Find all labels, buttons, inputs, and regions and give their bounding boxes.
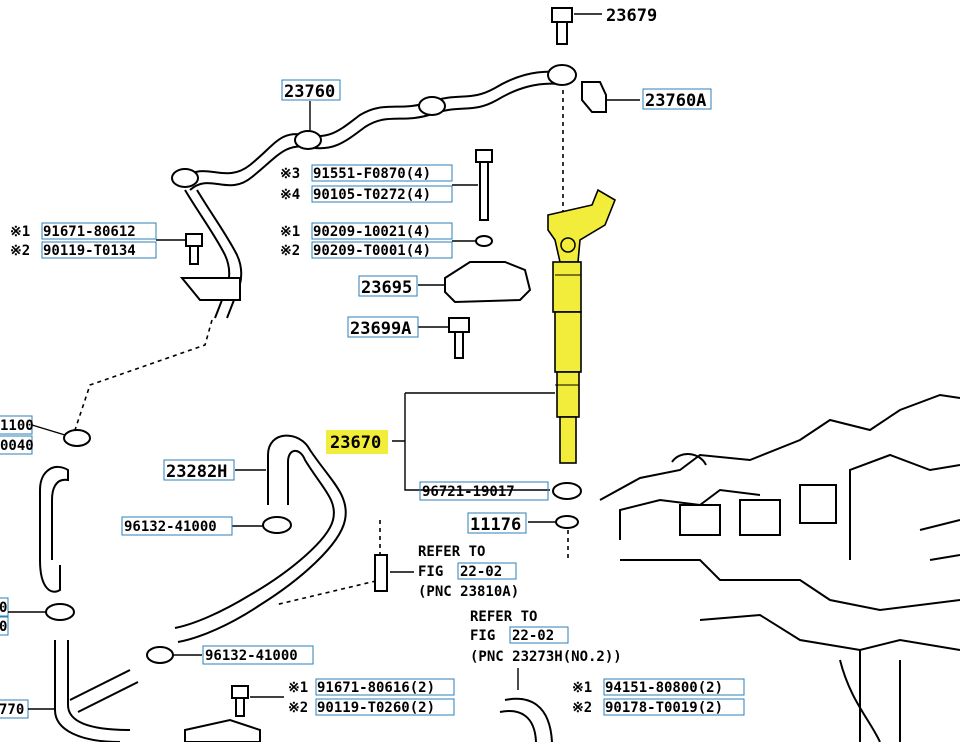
- right-marker-1: ※1: [572, 680, 592, 696]
- edge-label-5: 770: [0, 702, 24, 718]
- part-number-90209-10021: 90209-10021(4): [313, 224, 431, 240]
- right-marker-2: ※2: [572, 700, 592, 716]
- bolt-marker-3: ※3: [280, 166, 300, 182]
- part-number-91671-80616: 91671-80616(2): [317, 680, 435, 696]
- washer-marker-2: ※2: [280, 243, 300, 259]
- bolt-23699a: [418, 317, 470, 359]
- refer2-line1: REFER TO: [470, 609, 537, 625]
- left-bolt: [156, 233, 203, 265]
- clamp-23760a: [581, 81, 640, 113]
- left-marker-1: ※1: [10, 224, 30, 240]
- part-number-91551: 91551-F0870(4): [313, 166, 431, 182]
- clamp-96132-lower: [146, 646, 202, 664]
- hose-stub-23273h: [499, 668, 553, 742]
- refer1-line1: REFER TO: [418, 544, 485, 560]
- left-edge-hoses: [39, 429, 261, 742]
- engine-head-outline: [599, 393, 960, 742]
- pipe-stub-23810a: [374, 554, 414, 592]
- injector-23670: [547, 188, 616, 464]
- injector-clamp-23695: [418, 261, 532, 304]
- refer1-fig: FIG: [418, 564, 443, 580]
- callout-11176: 11176: [470, 515, 521, 535]
- long-bolt: [452, 149, 493, 221]
- refer1-pnc: (PNC 23810A): [418, 584, 519, 600]
- left-marker-2: ※2: [10, 243, 30, 259]
- refer2-pnc: (PNC 23273H(NO.2)): [470, 649, 622, 665]
- washer-marker-1: ※1: [280, 224, 300, 240]
- bottom-marker-2: ※2: [288, 700, 308, 716]
- callout-23679: 23679: [606, 6, 657, 26]
- clamp-96132-upper: [232, 516, 292, 534]
- bottom-marker-1: ※1: [288, 680, 308, 696]
- callout-96721-19017: 96721-19017: [422, 484, 515, 500]
- refer1-fignum: 22-02: [460, 564, 502, 580]
- edge-label-1: 1100: [0, 418, 34, 434]
- part-number-90209-t0001: 90209-T0001(4): [313, 243, 431, 259]
- part-number-94151-80800: 94151-80800(2): [605, 680, 723, 696]
- callout-96132-41000-lower: 96132-41000: [205, 648, 298, 664]
- callout-23760: 23760: [284, 82, 335, 102]
- gasket-11176: [528, 515, 579, 529]
- part-number-90178-t0019: 90178-T0019(2): [605, 700, 723, 716]
- edge-label-4: 0: [0, 619, 7, 635]
- refer2-fig: FIG: [470, 628, 495, 644]
- part-number-90119-t0260: 90119-T0260(2): [317, 700, 435, 716]
- callout-23695: 23695: [361, 278, 412, 298]
- o-ring-96721: [552, 482, 582, 500]
- edge-label-3: 0: [0, 600, 7, 616]
- bottom-bolt: [231, 685, 284, 717]
- callout-23282h: 23282H: [166, 462, 227, 482]
- callout-23670: 23670: [330, 433, 381, 453]
- part-number-90119-t0134: 90119-T0134: [43, 243, 136, 259]
- callout-96132-41000-upper: 96132-41000: [124, 519, 217, 535]
- part-number-91671-80612: 91671-80612: [43, 224, 136, 240]
- part-number-90105: 90105-T0272(4): [313, 187, 431, 203]
- hose-23282h: [174, 434, 347, 643]
- callout-23760a: 23760A: [645, 91, 706, 111]
- bolt-marker-4: ※4: [280, 187, 300, 203]
- edge-label-2: 0040: [0, 438, 34, 454]
- callout-23699a: 23699A: [350, 319, 411, 339]
- washer: [452, 235, 493, 247]
- bolt-23679: [551, 7, 602, 45]
- fuel-pipe-23760: [171, 64, 577, 319]
- refer2-fignum: 22-02: [512, 628, 554, 644]
